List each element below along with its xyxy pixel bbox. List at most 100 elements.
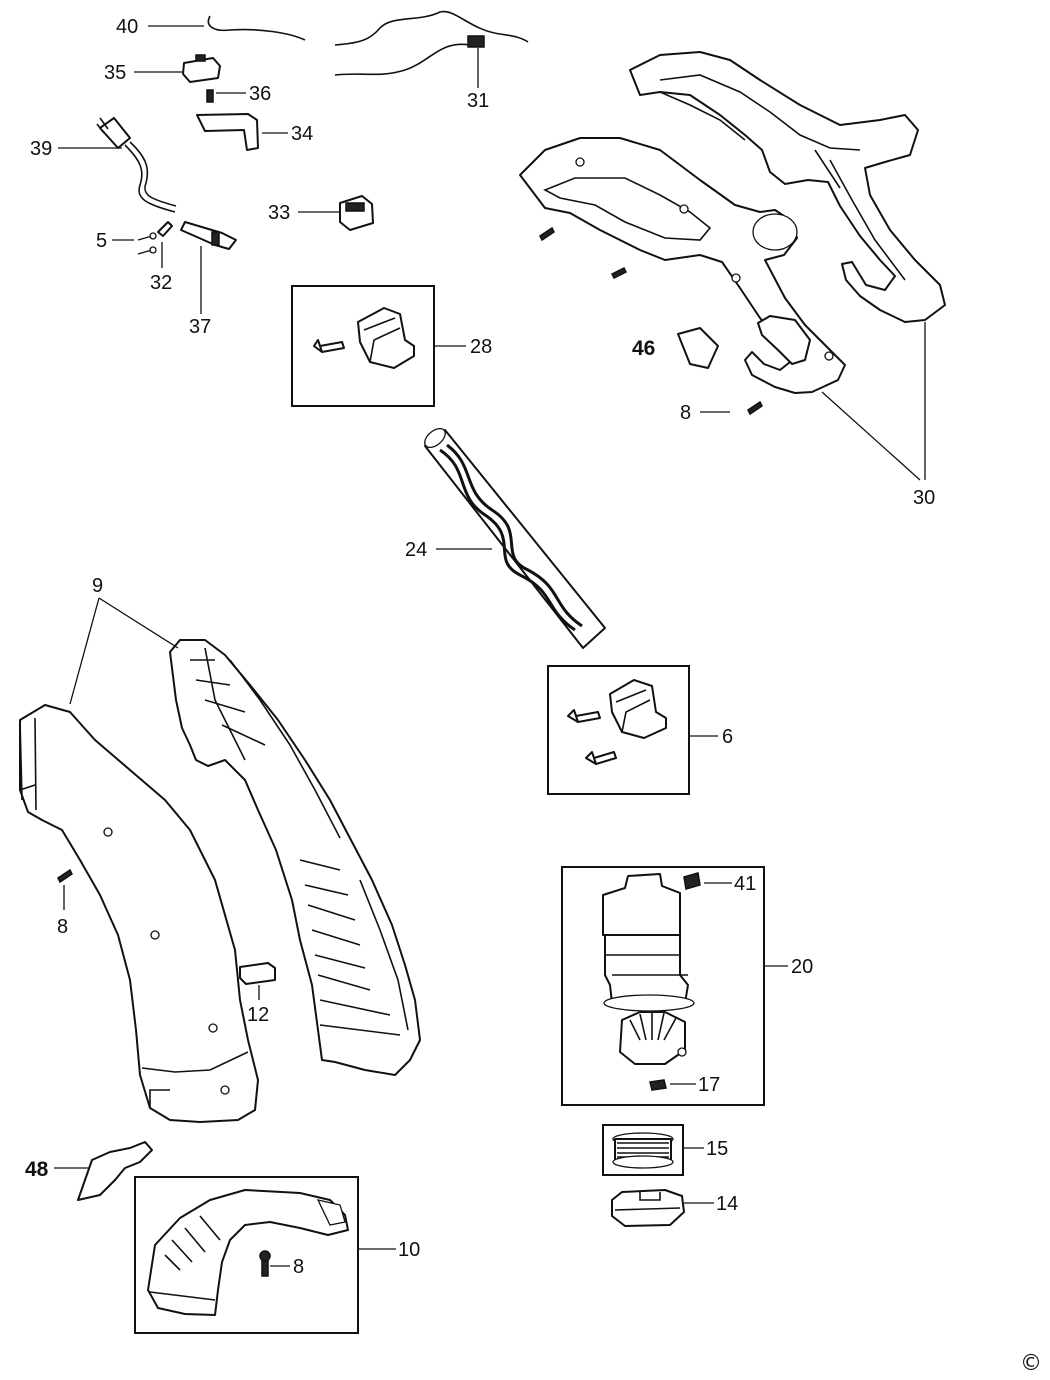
label-46: 46 (632, 337, 655, 360)
part-33-terminal-slot (345, 202, 365, 212)
part-30-front-hole-c (731, 273, 741, 283)
part-32-cord-clamp (157, 221, 173, 237)
part-30-screw-a (539, 226, 555, 242)
label-12: 12 (247, 1004, 269, 1026)
part-20-motor-body (604, 934, 689, 1004)
label-8a: 8 (680, 402, 691, 424)
part-24-tube-top-end (424, 427, 446, 449)
part-20-fan-blades (629, 1012, 677, 1041)
part-20-motor-bands (605, 954, 688, 976)
part-6-box (547, 665, 690, 795)
part-9-left-end-cap (19, 717, 37, 811)
part-6-screw-b (585, 751, 617, 765)
part-15-spool-line (617, 1142, 669, 1158)
part-30-front-pivot (752, 213, 798, 251)
part-9-left-collar (141, 1051, 249, 1108)
part-46-cover-plate (677, 327, 719, 369)
part-36-screw (206, 89, 214, 103)
part-30-front-grip-opening (543, 177, 712, 241)
part-9-left-hole-c (208, 1023, 218, 1033)
part-9-left-hole-b (150, 930, 160, 940)
part-6-coupler (609, 679, 667, 739)
part-20-fan-hole (677, 1047, 687, 1057)
label-9: 9 (92, 575, 103, 597)
part-8c-screw-head (259, 1250, 271, 1262)
part-28-screw (313, 339, 345, 353)
part-15-box (602, 1124, 684, 1176)
label-17: 17 (698, 1074, 720, 1096)
label-6: 6 (722, 726, 733, 748)
part-5-screw-b-head (149, 246, 157, 254)
part-6-screw-a (567, 709, 601, 723)
part-17-clip (649, 1079, 667, 1091)
part-31-connector (467, 35, 485, 48)
label-30: 30 (913, 487, 935, 509)
part-9-left-hole-a (103, 827, 113, 837)
part-14-cap-detail (614, 1192, 681, 1211)
part-8a-screw (747, 400, 763, 416)
part-37-cord-guard (180, 221, 237, 250)
part-9-right-inner-edge (204, 647, 409, 1031)
part-34-bracket (196, 113, 259, 151)
part-6-coupler-detail (615, 689, 651, 733)
label-24: 24 (405, 539, 427, 561)
part-28-coupler (357, 307, 415, 369)
part-15-spool-bottom (612, 1155, 674, 1169)
label-37: 37 (189, 316, 211, 338)
label-20: 20 (791, 956, 813, 978)
part-31-wire-harness (334, 10, 529, 76)
part-30-handle-front-half (519, 137, 846, 394)
label-8c: 8 (293, 1256, 304, 1278)
part-33-terminal-block (339, 195, 374, 231)
part-10-guard (147, 1189, 349, 1316)
label-36: 36 (249, 83, 271, 105)
part-14-spool-cap (611, 1189, 685, 1227)
label-32: 32 (150, 272, 172, 294)
part-39-plug-pins (96, 117, 109, 134)
part-41-brush (683, 872, 701, 890)
part-40-wire (207, 15, 306, 41)
part-30-front-hole-d (824, 351, 834, 361)
part-9-left-hole-d (220, 1085, 230, 1095)
label-14: 14 (716, 1193, 738, 1215)
label-33: 33 (268, 202, 290, 224)
part-20-motor-top (602, 873, 681, 936)
label-28: 28 (470, 336, 492, 358)
copyright-symbol: © (1020, 1351, 1042, 1376)
part-30-handle-rear-half (629, 51, 946, 323)
part-8b-screw (57, 868, 73, 884)
part-30-front-hole-b (679, 204, 689, 214)
label-48: 48 (25, 1158, 49, 1181)
part-10-guard-mount (316, 1199, 346, 1226)
part-30-rear-inner-edge (659, 74, 906, 281)
part-28-coupler-detail (363, 317, 401, 363)
part-10-guard-ribs (149, 1215, 221, 1301)
part-10-box (134, 1176, 359, 1334)
leader-lines (54, 25, 926, 1267)
label-41: 41 (734, 873, 756, 895)
part-35-switch-knob (195, 54, 206, 62)
part-5-screw-a-head (149, 232, 157, 240)
label-40: 40 (116, 16, 138, 38)
label-8b: 8 (57, 916, 68, 938)
label-31: 31 (467, 90, 489, 112)
part-35-switch (182, 57, 221, 83)
label-5: 5 (96, 230, 107, 252)
part-30-front-hole-a (575, 157, 585, 167)
part-9-right-ribs (190, 659, 401, 1036)
label-10: 10 (398, 1239, 420, 1261)
part-39-cord (124, 141, 177, 213)
part-20-motor-flange (603, 994, 695, 1012)
label-39: 39 (30, 138, 52, 160)
part-9-housing-left-half (19, 704, 259, 1123)
label-35: 35 (104, 62, 126, 84)
part-12-block (239, 962, 276, 985)
part-48-guard-clip (77, 1141, 153, 1201)
part-37-cord-guard-end (211, 231, 220, 246)
label-34: 34 (291, 123, 313, 145)
label-15: 15 (706, 1138, 728, 1160)
part-30-screw-b (610, 266, 628, 280)
part-30-front-trigger-slot (757, 315, 811, 365)
